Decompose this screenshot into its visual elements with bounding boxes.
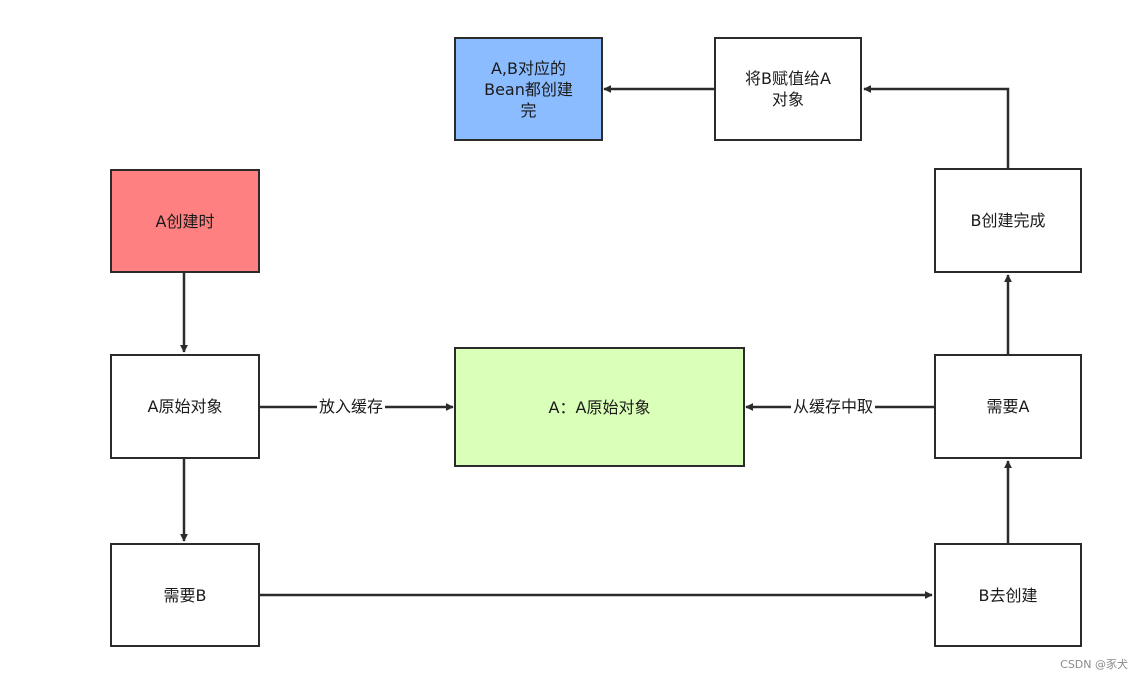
node-all-beans-created: A,B对应的 Bean都创建 完	[454, 37, 603, 141]
node-need-b: 需要B	[110, 543, 260, 647]
edge-label-get-from-cache: 从缓存中取	[791, 397, 876, 417]
edge-b-done-to-assign-b	[863, 85, 1010, 168]
node-a-raw-object: A原始对象	[110, 354, 260, 459]
node-cache-a-raw-object: A：A原始对象	[454, 347, 745, 467]
node-b-create-done: B创建完成	[934, 168, 1082, 273]
node-assign-b-to-a: 将B赋值给A 对象	[714, 37, 862, 141]
watermark: CSDN @豕犬	[1060, 658, 1128, 671]
edge-label-put-cache: 放入缓存	[317, 397, 386, 417]
node-b-go-create: B去创建	[934, 543, 1082, 647]
node-need-a: 需要A	[934, 354, 1082, 459]
node-a-created: A创建时	[110, 169, 260, 273]
